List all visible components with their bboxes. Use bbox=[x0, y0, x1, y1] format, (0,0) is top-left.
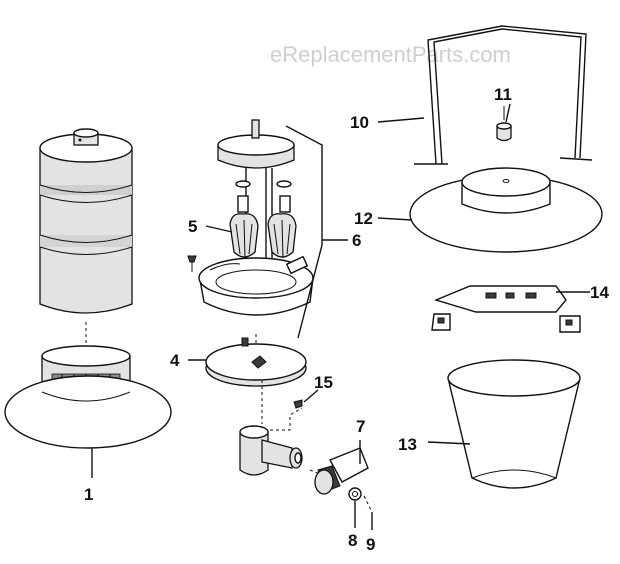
callout-1: 1 bbox=[84, 485, 93, 504]
callout-14: 14 bbox=[590, 283, 609, 302]
part-15-screw bbox=[293, 389, 319, 409]
callout-leaders bbox=[188, 103, 590, 445]
callout-7: 7 bbox=[356, 417, 365, 436]
part-1-fuel-tank-assembly bbox=[4, 128, 172, 478]
callout-4: 4 bbox=[170, 351, 180, 370]
part-11-nut bbox=[496, 106, 512, 142]
callout-8: 8 bbox=[348, 531, 357, 550]
callout-13: 13 bbox=[398, 435, 417, 454]
part-6-frame-assembly bbox=[187, 119, 323, 339]
callout-15: 15 bbox=[314, 373, 333, 392]
part-13-globe bbox=[447, 359, 581, 489]
callout-6: 6 bbox=[352, 231, 361, 250]
part-9-pin bbox=[363, 495, 373, 530]
callout-10: 10 bbox=[350, 113, 369, 132]
valve-assembly bbox=[239, 380, 303, 476]
callout-11: 11 bbox=[494, 85, 512, 104]
callout-labels: 1 4 5 6 7 8 9 10 11 12 13 14 15 bbox=[84, 85, 609, 554]
part-10-bail-handle bbox=[414, 25, 593, 165]
callout-9: 9 bbox=[366, 535, 375, 554]
callout-5: 5 bbox=[188, 217, 197, 236]
part-7-regulator-knob bbox=[309, 440, 369, 495]
part-12-ventilator bbox=[409, 167, 603, 253]
watermark-text: eReplacementParts.com bbox=[270, 42, 511, 67]
part-4-plate bbox=[205, 334, 307, 387]
part-5-mantle bbox=[229, 213, 297, 259]
part-8-washer bbox=[348, 487, 362, 528]
callout-12: 12 bbox=[354, 209, 373, 228]
part-14-bracket bbox=[431, 285, 581, 333]
